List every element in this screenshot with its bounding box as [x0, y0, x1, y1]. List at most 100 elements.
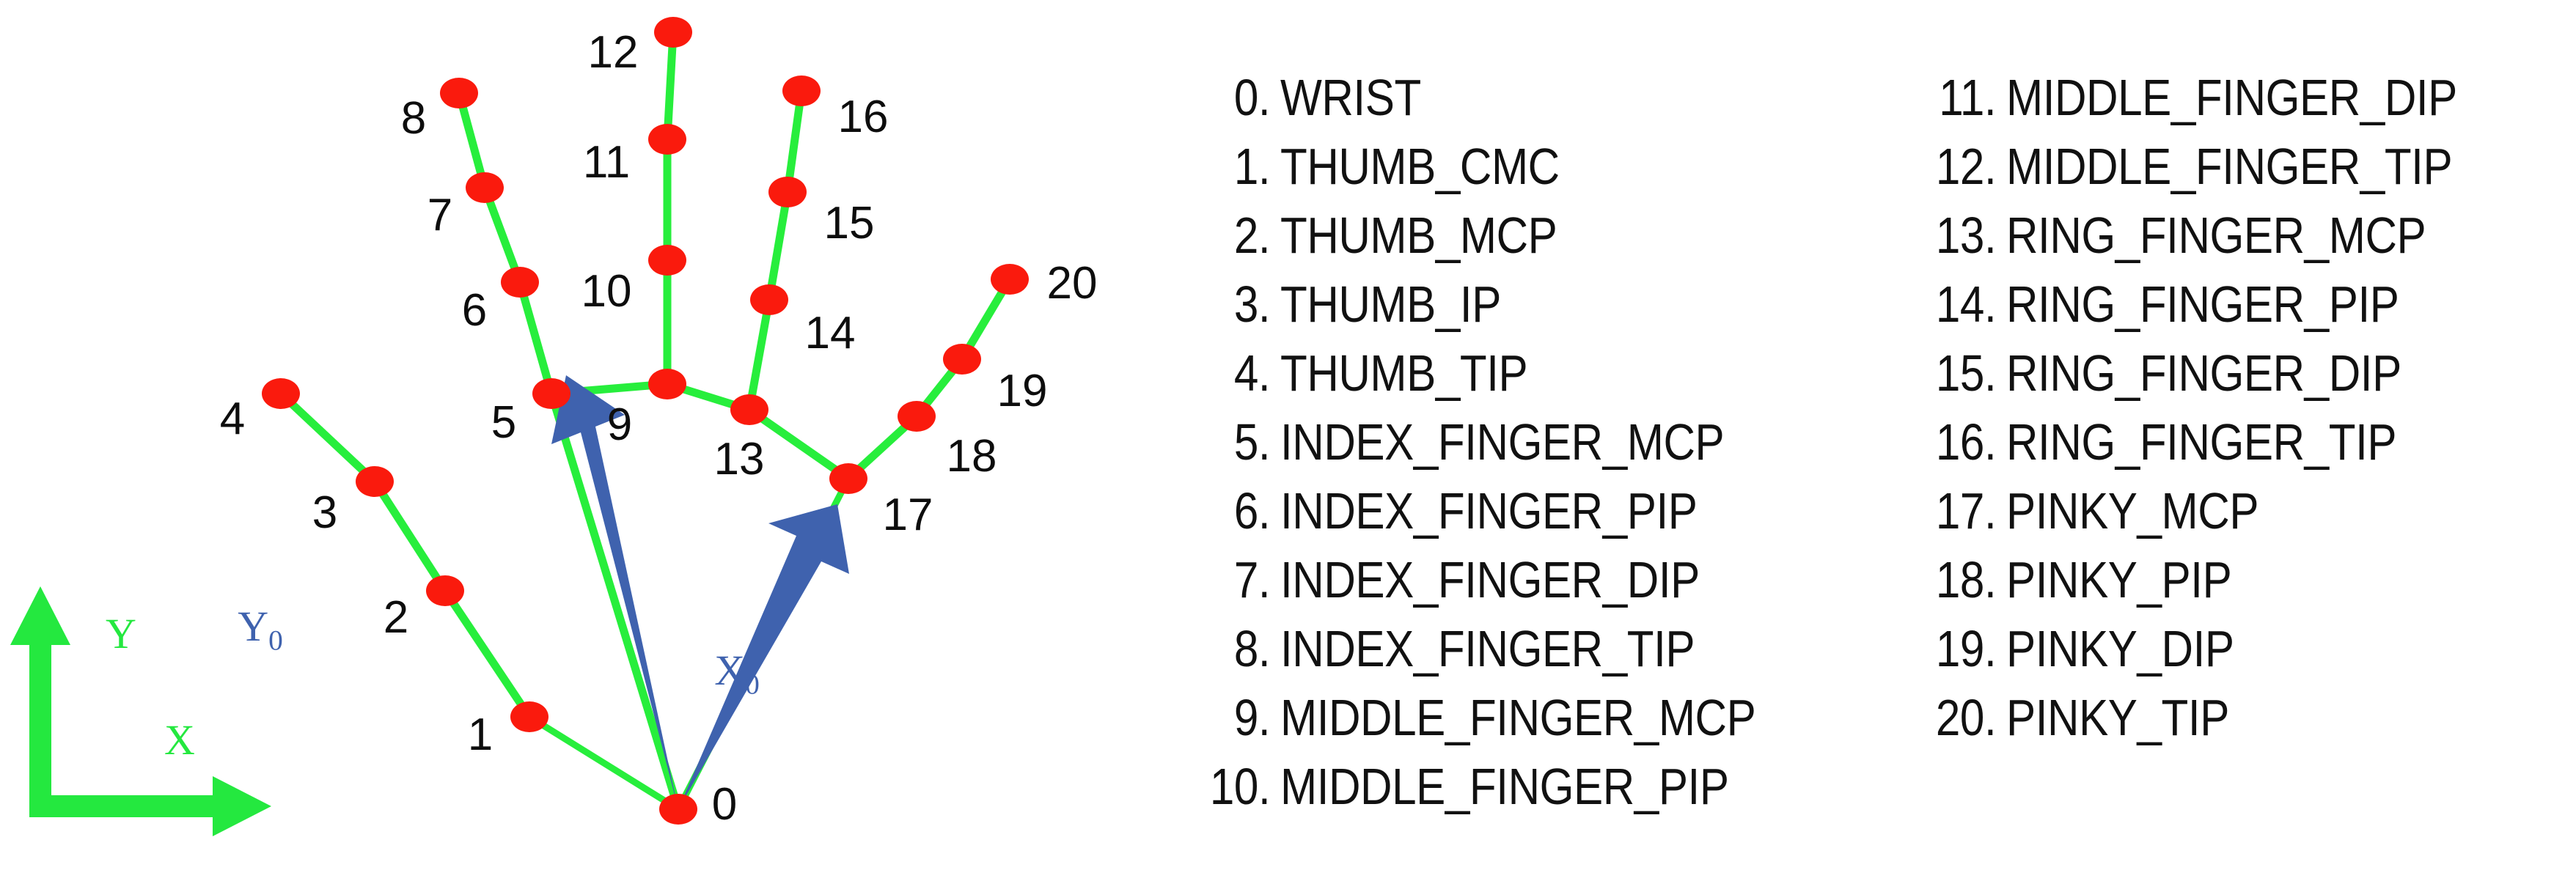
joint-8 [440, 78, 478, 108]
bone-0-1 [526, 713, 682, 813]
joint-11 [648, 124, 686, 155]
joint-label-20: 20 [1046, 258, 1098, 309]
axis-x-label: X [164, 716, 195, 764]
landmark-row: 5.INDEX_FINGER_MCP [1173, 408, 1833, 476]
landmark-index: 10. [1209, 758, 1271, 815]
joint-label-13: 13 [713, 434, 765, 484]
joint-3 [356, 466, 394, 497]
landmark-name: INDEX_FINGER_MCP [1280, 413, 1725, 471]
bone-0-5 [547, 389, 683, 814]
landmark-index: 11. [1939, 69, 1997, 126]
landmark-row: 8.INDEX_FINGER_TIP [1173, 614, 1833, 683]
joint-label-5: 5 [491, 397, 517, 448]
joint-label-2: 2 [383, 592, 409, 643]
axis-x-arrow-icon [29, 776, 271, 836]
landmark-name: RING_FINGER_DIP [2006, 344, 2401, 402]
joint-5 [532, 378, 570, 409]
joint-6 [501, 267, 539, 298]
joint-7 [466, 172, 504, 203]
landmark-index: 13. [1935, 207, 1997, 264]
landmark-index: 20. [1935, 689, 1997, 746]
bone-5-6 [515, 278, 556, 398]
landmark-name: PINKY_DIP [2006, 620, 2234, 677]
landmark-row: 0.WRIST [1173, 63, 1833, 132]
landmark-row: 19.PINKY_DIP [1899, 614, 2531, 683]
landmark-row: 12.MIDDLE_FINGER_TIP [1899, 132, 2531, 201]
joint-12 [654, 17, 692, 48]
landmark-row: 14.RING_FINGER_PIP [1899, 270, 2531, 339]
joint-label-18: 18 [946, 431, 997, 482]
landmark-row: 20.PINKY_TIP [1899, 683, 2531, 752]
joint-14 [750, 284, 788, 315]
joint-label-19: 19 [997, 366, 1048, 416]
joint-label-11: 11 [582, 137, 631, 188]
joint-label-14: 14 [804, 308, 856, 358]
vector-x0-arrow-icon [678, 504, 849, 809]
landmark-name: RING_FINGER_PIP [2006, 276, 2399, 333]
landmark-row: 7.INDEX_FINGER_DIP [1173, 545, 1833, 614]
landmark-index: 18. [1935, 551, 1997, 608]
joint-label-10: 10 [581, 266, 632, 317]
hand-skeleton-svg [10, 17, 1029, 836]
landmark-index: 2. [1233, 207, 1271, 264]
landmark-index: 8. [1233, 620, 1271, 677]
landmark-row: 9.MIDDLE_FINGER_MCP [1173, 683, 1833, 752]
joint-2 [426, 575, 464, 606]
vector-x0-base: X [714, 646, 746, 694]
bone-13-17 [745, 405, 853, 483]
coordinate-axes-icon [10, 586, 271, 836]
basis-vector-layer [551, 375, 849, 809]
landmark-name: INDEX_FINGER_PIP [1280, 482, 1698, 539]
bone-2-3 [370, 477, 449, 595]
joint-label-4: 4 [219, 394, 246, 444]
landmark-row: 11.MIDDLE_FINGER_DIP [1899, 63, 2531, 132]
joint-label-8: 8 [400, 93, 427, 144]
joint-15 [768, 177, 807, 207]
joint-label-3: 3 [312, 487, 338, 538]
landmark-name: PINKY_TIP [2006, 689, 2229, 746]
landmark-index: 12. [1935, 138, 1997, 195]
landmark-name: MIDDLE_FINGER_MCP [1280, 689, 1756, 746]
vector-y0-arrow-icon [551, 375, 678, 809]
joint-19 [943, 344, 981, 375]
joint-13 [730, 394, 768, 425]
bone-14-15 [765, 188, 792, 304]
axis-y-label: Y [106, 610, 136, 657]
landmark-index: 4. [1233, 344, 1271, 402]
landmark-name: RING_FINGER_MCP [2006, 207, 2426, 264]
joint-label-17: 17 [882, 490, 933, 540]
joint-17 [829, 463, 867, 494]
joint-18 [898, 401, 936, 432]
joint-label-9: 9 [606, 399, 633, 450]
vector-x0-label: X0 [714, 649, 760, 699]
joint-label-16: 16 [837, 92, 889, 142]
landmark-index: 7. [1233, 551, 1271, 608]
joint-9 [648, 369, 686, 399]
landmark-row: 4.THUMB_TIP [1173, 339, 1833, 408]
vector-y0-label: Y0 [238, 605, 283, 655]
landmark-index: 16. [1935, 413, 1997, 471]
bone-6-7 [480, 183, 524, 287]
landmark-index: 15. [1935, 344, 1997, 402]
landmark-name: THUMB_MCP [1280, 207, 1557, 264]
landmark-name: WRIST [1280, 69, 1421, 126]
landmark-row: 16.RING_FINGER_TIP [1899, 408, 2531, 476]
joint-16 [782, 75, 821, 106]
joint-4 [262, 378, 300, 409]
joint-label-15: 15 [823, 198, 875, 248]
landmark-name: MIDDLE_FINGER_PIP [1280, 758, 1729, 815]
vector-x0-sub: 0 [745, 668, 760, 701]
landmark-index: 3. [1233, 276, 1271, 333]
joint-label-1: 1 [467, 709, 493, 760]
bone-15-16 [783, 86, 806, 196]
joint-10 [648, 245, 686, 276]
vector-y0-sub: 0 [268, 624, 283, 657]
joint-layer [262, 17, 1029, 825]
landmark-name: PINKY_MCP [2006, 482, 2259, 539]
landmark-row: 18.PINKY_PIP [1899, 545, 2531, 614]
landmark-row: 6.INDEX_FINGER_PIP [1173, 476, 1833, 545]
